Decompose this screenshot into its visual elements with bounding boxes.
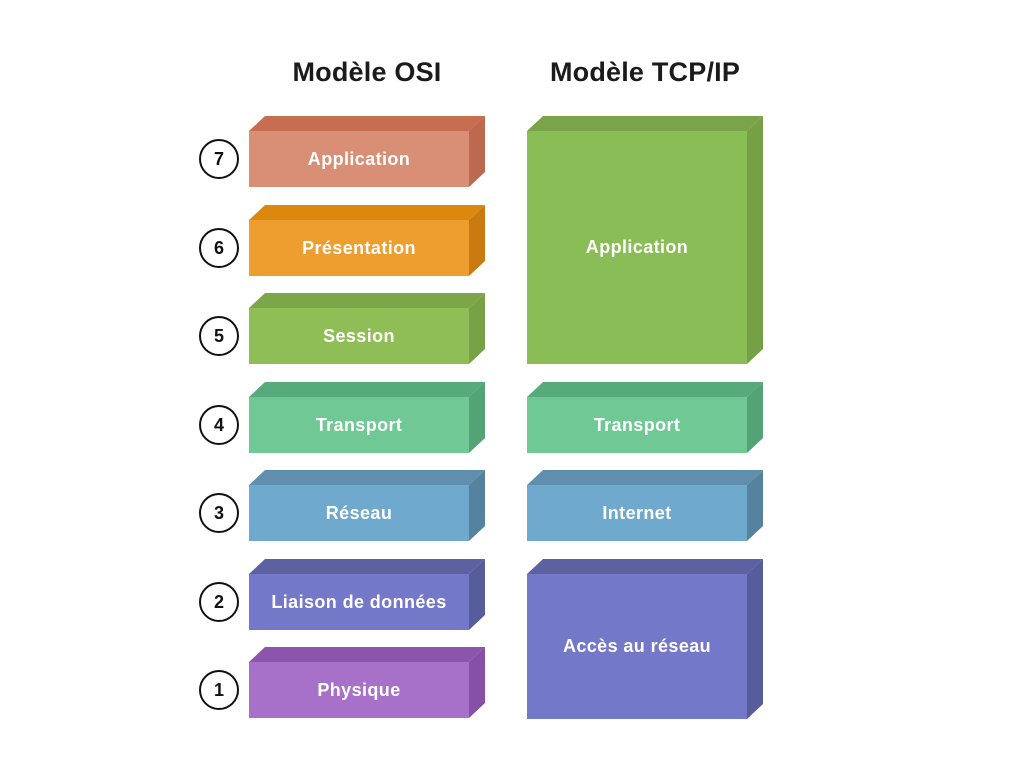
- layer-number: 1: [213, 679, 224, 700]
- layer-number: 4: [213, 414, 224, 435]
- osi-column-title: Modèle OSI: [292, 57, 442, 87]
- layer-box-top-face: [527, 116, 763, 131]
- layer-box-front-face: Physique: [249, 662, 469, 718]
- layer-label: Application: [585, 237, 689, 257]
- layer-number: 7: [213, 148, 224, 169]
- layer-label: Transport: [593, 414, 681, 435]
- layer-box-top-face: [249, 382, 485, 397]
- layer-box-top-face: [249, 205, 485, 220]
- layer-label: Présentation: [302, 237, 416, 258]
- layer-box-front-face: Réseau: [249, 485, 469, 541]
- layer-number: 5: [213, 325, 224, 346]
- layer-number: 3: [213, 502, 224, 523]
- layer-box-top-face: [249, 116, 485, 131]
- layer-number-badge-3: 3: [199, 493, 239, 533]
- osi-layer-liaison-de-donnees: Liaison de données: [249, 559, 485, 630]
- osi-layer-physique: Physique: [249, 647, 485, 718]
- layer-number-badge-5: 5: [199, 316, 239, 356]
- tcpip-column-title: Modèle TCP/IP: [549, 57, 741, 87]
- layer-number-badge-4: 4: [199, 405, 239, 445]
- layer-box-front-face: Accès au réseau: [527, 574, 747, 719]
- layer-label: Transport: [315, 414, 403, 435]
- layer-box-front-face: Application: [249, 131, 469, 187]
- layer-box-top-face: [527, 470, 763, 485]
- tcpip-layer-application: Application: [527, 116, 763, 364]
- layer-number: 6: [213, 237, 224, 258]
- layer-box-side-face: [747, 559, 763, 719]
- layer-label: Physique: [317, 679, 401, 700]
- layer-box-front-face: Application: [527, 131, 747, 364]
- layer-box-top-face: [249, 559, 485, 574]
- layer-box-front-face: Transport: [527, 397, 747, 453]
- layer-box-front-face: Liaison de données: [249, 574, 469, 630]
- layer-box-top-face: [249, 470, 485, 485]
- layer-number: 2: [213, 591, 224, 612]
- layer-label: Accès au réseau: [562, 636, 712, 656]
- layer-label: Internet: [602, 502, 672, 523]
- layer-box-front-face: Session: [249, 308, 469, 364]
- layer-box-front-face: Internet: [527, 485, 747, 541]
- osi-layer-transport: Transport: [249, 382, 485, 453]
- layer-number-badge-2: 2: [199, 582, 239, 622]
- layer-label: Session: [323, 325, 395, 346]
- osi-layer-application: Application: [249, 116, 485, 187]
- layer-label: Application: [307, 148, 411, 169]
- layer-label: Liaison de données: [271, 591, 447, 612]
- osi-layer-presentation: Présentation: [249, 205, 485, 276]
- tcpip-layer-internet: Internet: [527, 470, 763, 541]
- layer-box-front-face: Présentation: [249, 220, 469, 276]
- layer-number-badge-1: 1: [199, 670, 239, 710]
- tcpip-layer-acces-au-reseau: Accès au réseau: [527, 559, 763, 719]
- osi-layer-reseau: Réseau: [249, 470, 485, 541]
- tcpip-layer-transport: Transport: [527, 382, 763, 453]
- layer-label: Réseau: [325, 502, 393, 523]
- layer-box-front-face: Transport: [249, 397, 469, 453]
- layer-number-badge-6: 6: [199, 228, 239, 268]
- layer-box-side-face: [747, 116, 763, 364]
- layer-box-top-face: [249, 647, 485, 662]
- layer-box-top-face: [249, 293, 485, 308]
- layer-number-badge-7: 7: [199, 139, 239, 179]
- osi-layer-session: Session: [249, 293, 485, 364]
- layer-box-top-face: [527, 559, 763, 574]
- layer-box-top-face: [527, 382, 763, 397]
